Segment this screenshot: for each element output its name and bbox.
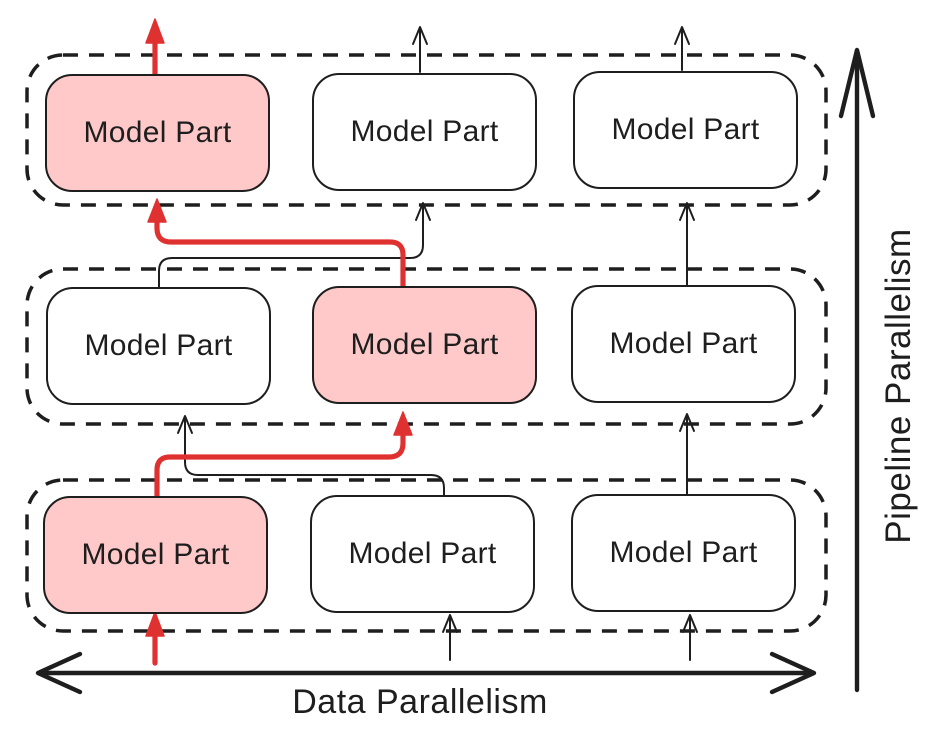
data-parallelism-right-arrowhead	[769, 651, 817, 695]
red-arrow-middlecenter-to-topleft	[154, 218, 406, 290]
red-arrow-bottomleft-to-middlecenter	[154, 430, 406, 499]
model-part-label: Model Part	[609, 327, 758, 360]
model-part-box-bottom-right: Model Part	[571, 494, 796, 612]
model-part-label: Model Part	[83, 116, 232, 149]
arrowhead-top-center-exit	[412, 26, 428, 45]
arrow-middleleft-to-topcenter	[158, 203, 424, 288]
model-part-label: Model Part	[84, 329, 233, 362]
model-part-box-bottom-center: Model Part	[310, 495, 535, 613]
red-data-path	[145, 18, 413, 666]
arrowhead-bottom-right-entry	[682, 614, 698, 633]
data-parallelism-left-arrowhead	[35, 651, 83, 695]
model-part-box-top-left: Model Part	[45, 74, 270, 192]
model-part-box-top-right: Model Part	[573, 71, 798, 189]
model-part-label: Model Part	[348, 537, 497, 570]
model-part-box-top-center: Model Part	[312, 73, 537, 191]
stage-outline-top	[25, 53, 828, 207]
axis-arrows	[35, 47, 876, 695]
model-part-box-middle-left: Model Part	[46, 287, 271, 405]
stage-outline-bottom	[25, 478, 828, 633]
model-part-label: Model Part	[81, 538, 230, 571]
model-part-box-bottom-left: Model Part	[43, 496, 268, 614]
model-part-label: Model Part	[611, 113, 760, 146]
pipeline-parallelism-arrowhead	[838, 47, 876, 119]
black-flow-arrows	[158, 26, 698, 661]
stage-outline-middle	[25, 267, 828, 426]
y-axis-label: Pipeline Parallelism	[879, 228, 918, 544]
pipeline-stage-outlines	[25, 53, 828, 633]
arrow-bottomcenter-to-middleleft	[184, 417, 445, 496]
model-part-box-middle-center: Model Part	[312, 286, 537, 404]
arrowhead-middleright-to-topright	[679, 202, 695, 221]
model-part-label: Model Part	[609, 536, 758, 569]
arrowhead-middleleft-to-topcenter	[415, 202, 431, 221]
x-axis-label: Data Parallelism	[292, 683, 548, 721]
model-part-label: Model Part	[350, 115, 499, 148]
arrowhead-bottom-center-entry	[442, 614, 458, 633]
arrowhead-bottomcenter-to-middleleft	[177, 415, 193, 434]
red-arrowhead-bottomleft-to-middlecenter	[393, 411, 413, 436]
model-part-box-middle-right: Model Part	[571, 285, 796, 403]
model-part-label: Model Part	[350, 328, 499, 361]
red-arrowhead-top-exit	[145, 18, 165, 44]
red-arrowhead-bottom-entry	[145, 611, 165, 637]
red-arrowhead-middlecenter-to-topleft	[147, 198, 167, 223]
arrowhead-top-right-exit	[674, 26, 690, 45]
